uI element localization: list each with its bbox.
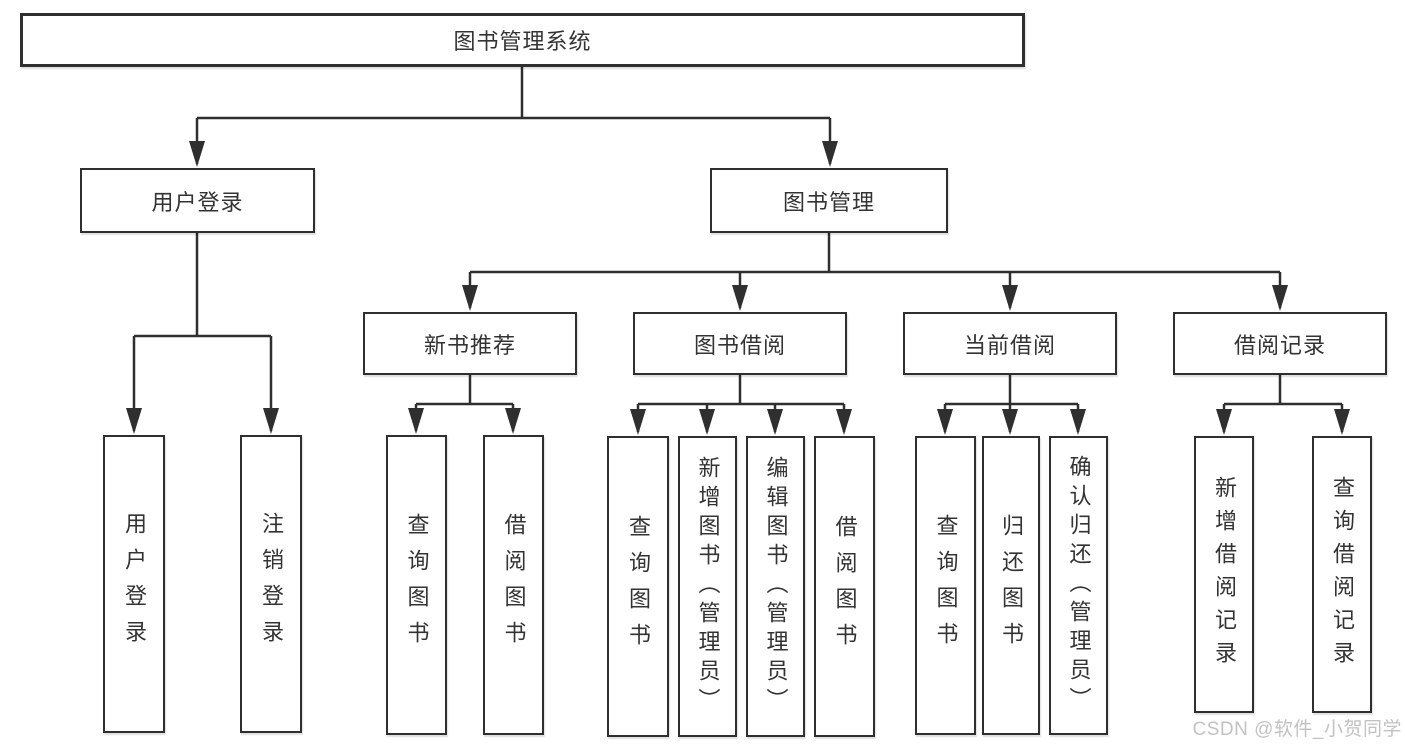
leaf-add-book-admin: 新增图书（管理员） xyxy=(678,436,737,737)
node-label: 用户登录 xyxy=(151,189,244,215)
node-label: 图书管理 xyxy=(782,189,875,215)
connector-book-management-to-level3 xyxy=(462,233,1288,311)
connector-borrow-records-leaves xyxy=(1216,375,1350,435)
node-label: 确认归还（管理员） xyxy=(1066,455,1092,716)
leaf-confirm-return-admin: 确认归还（管理员） xyxy=(1049,436,1108,735)
node-label: 查询借阅记录 xyxy=(1330,475,1355,674)
leaf-query-books-current: 查询图书 xyxy=(915,436,976,735)
node-label: 注销登录 xyxy=(259,512,284,656)
node-label: 查询图书 xyxy=(404,513,430,657)
node-label: 用户登录 xyxy=(122,512,147,656)
connector-new-book-recommend-leaves xyxy=(408,375,521,434)
leaf-logout: 注销登录 xyxy=(240,435,302,733)
node-book-borrowing: 图书借阅 xyxy=(633,312,847,375)
leaf-query-books-recommend: 查询图书 xyxy=(386,435,447,735)
node-label: 借阅图书 xyxy=(832,514,858,659)
node-label: 归还图书 xyxy=(999,513,1024,658)
leaf-return-book: 归还图书 xyxy=(982,436,1040,735)
node-label: 查询图书 xyxy=(626,514,651,659)
connector-current-borrowing-leaves xyxy=(937,375,1086,435)
node-label: 借阅图书 xyxy=(501,513,527,657)
node-label: 图书管理系统 xyxy=(453,29,592,54)
leaf-user-login: 用户登录 xyxy=(103,435,165,733)
leaf-edit-book-admin: 编辑图书（管理员） xyxy=(746,436,805,737)
node-label: 查询图书 xyxy=(933,513,959,658)
connector-user-login-to-leaves xyxy=(126,233,279,434)
leaf-borrow-books-borrowing: 借阅图书 xyxy=(814,436,875,737)
node-borrow-records: 借阅记录 xyxy=(1173,312,1387,375)
node-new-book-recommend: 新书推荐 xyxy=(363,312,577,375)
connector-book-borrowing-leaves xyxy=(630,375,852,435)
node-current-borrowing: 当前借阅 xyxy=(903,312,1117,375)
node-library-system: 图书管理系统 xyxy=(20,13,1025,67)
node-label: 当前借阅 xyxy=(963,332,1056,358)
node-label: 新书推荐 xyxy=(423,332,516,358)
node-label: 新增图书（管理员） xyxy=(695,456,721,717)
leaf-borrow-books-recommend: 借阅图书 xyxy=(483,435,544,735)
node-label: 图书借阅 xyxy=(693,332,786,358)
leaf-query-borrow-record: 查询借阅记录 xyxy=(1312,436,1372,713)
leaf-query-books-borrowing: 查询图书 xyxy=(607,436,669,737)
node-label: 新增借阅记录 xyxy=(1212,475,1237,674)
node-book-management-branch: 图书管理 xyxy=(710,168,948,233)
connector-root-to-level2 xyxy=(189,67,838,167)
node-label: 编辑图书（管理员） xyxy=(763,456,789,717)
node-user-login-branch: 用户登录 xyxy=(80,168,315,233)
node-label: 借阅记录 xyxy=(1233,332,1326,358)
leaf-add-borrow-record: 新增借阅记录 xyxy=(1194,436,1254,713)
watermark-text: CSDN @软件_小贺同学 xyxy=(1192,719,1402,740)
